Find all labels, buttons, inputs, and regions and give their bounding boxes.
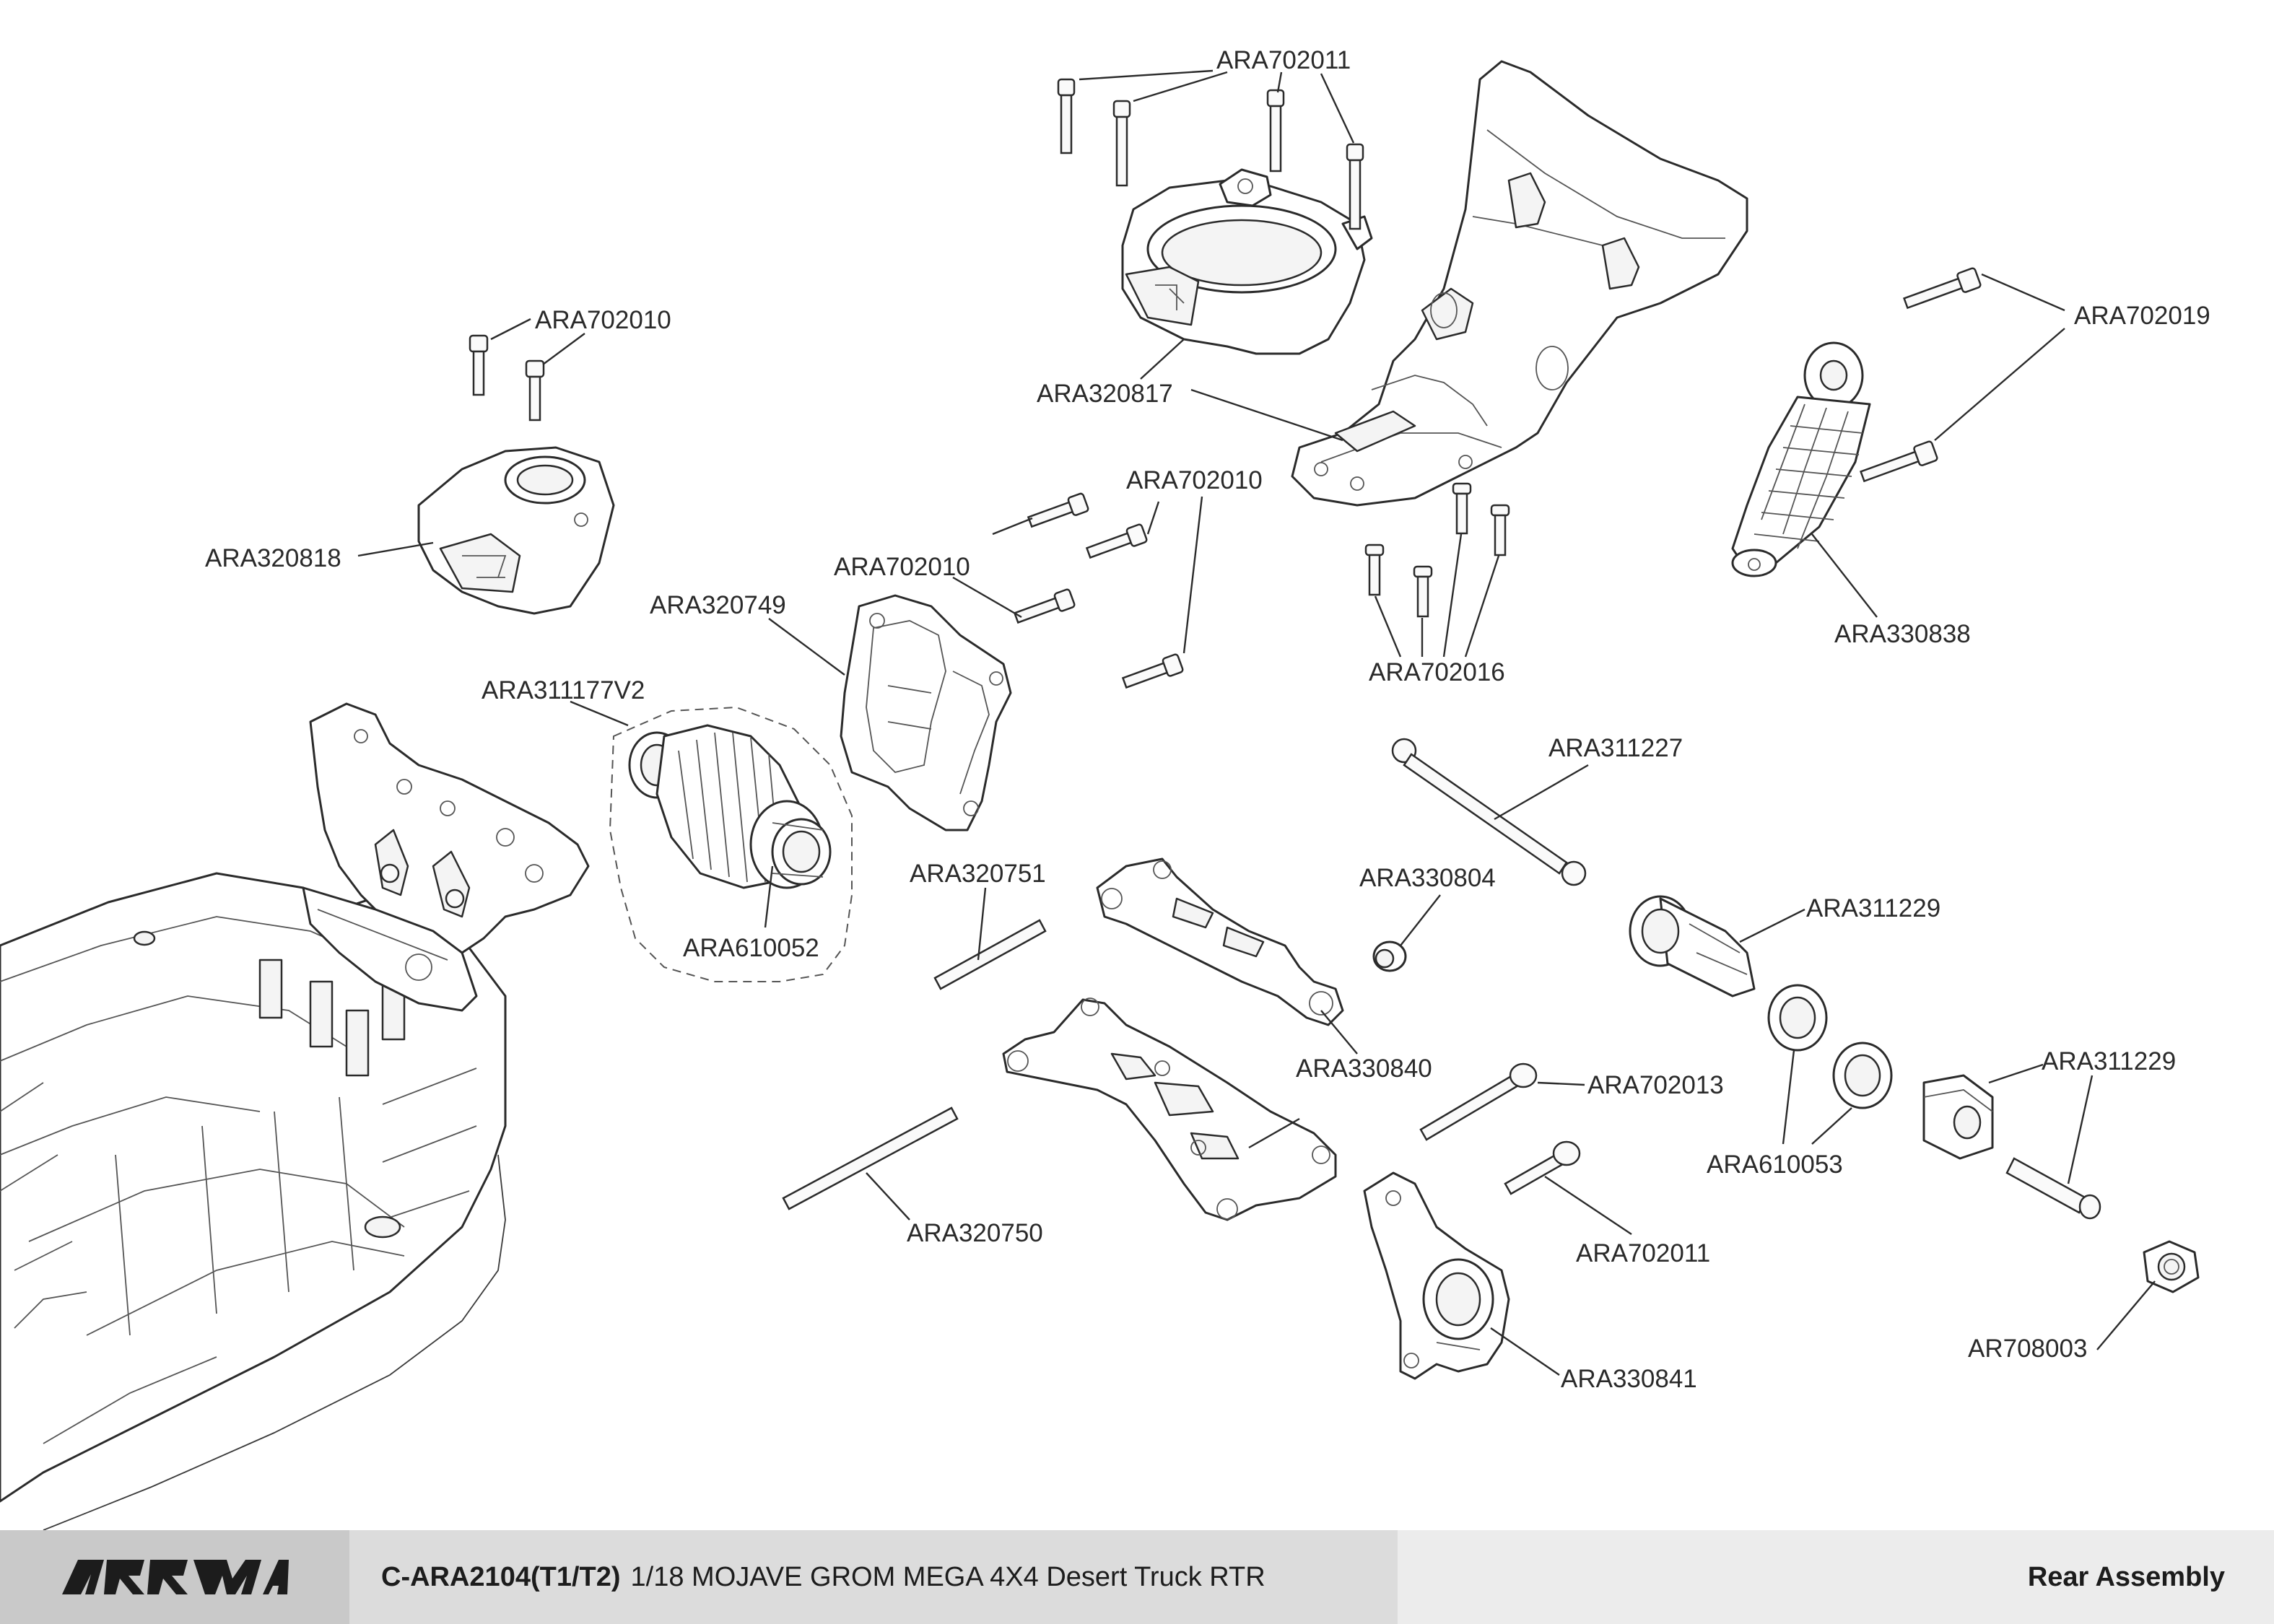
callout-ara702010-mid-right: ARA702010 [1126,466,1263,494]
hex-pin-drawing [2005,1157,2101,1220]
callout-ara610052: ARA610052 [683,934,819,962]
screws-702016 [1364,482,1510,618]
section-title: Rear Assembly [2027,1561,2225,1592]
callout-ar708003: AR708003 [1968,1335,2087,1363]
differential-drawing [609,706,853,982]
wheel-nut-drawing [2143,1240,2200,1293]
callout-ara320751: ARA320751 [910,860,1046,888]
leader-lines [357,69,2156,1376]
lower-arm-drawing [1002,997,1337,1221]
screws-702010-left [469,334,545,422]
callout-ara311177v2: ARA311177V2 [482,676,645,704]
callout-ara330804: ARA330804 [1359,864,1496,892]
gearbox-housing-drawing [840,594,1012,831]
callout-ara330841: ARA330841 [1561,1365,1697,1393]
hub-carrier-drawing [1363,1171,1510,1380]
callout-ara702010-mid: ARA702010 [834,553,970,581]
driveshaft-drawing [1391,738,1587,886]
footer-brand-panel [0,1530,349,1624]
body-mount-drawing [1291,60,1748,507]
callout-ara320817: ARA320817 [1037,380,1173,408]
callout-ara320818: ARA320818 [205,544,341,572]
axle-cup-drawing [1629,895,1756,997]
callout-ara702011-top: ARA702011 [1216,46,1351,74]
callout-ara702013: ARA702013 [1587,1071,1724,1099]
screw-702011-bottom-drawing [1504,1140,1581,1195]
callout-ara702016: ARA702016 [1369,658,1505,686]
shock-absorber-drawing [1731,341,1871,577]
hinge-pin-long-drawing [782,1106,959,1210]
footer-model-panel: C-ARA2104(T1/T2) 1/18 MOJAVE GROM MEGA 4… [349,1530,1398,1624]
screws-702011-top [1057,78,1364,230]
callout-ara702011-bottom: ARA702011 [1576,1239,1710,1267]
shock-screws-drawing [1860,267,1982,483]
callout-ara311229-upper: ARA311229 [1806,894,1940,922]
exploded-parts-diagram: ARA702011 ARA702010 ARA320817 ARA702019 … [0,46,2210,1530]
callout-ara311229-lower: ARA311229 [2042,1047,2176,1075]
callout-ara702019: ARA702019 [2074,302,2210,330]
callout-ara330840: ARA330840 [1296,1055,1432,1083]
callout-labels: ARA702011 ARA702010 ARA320817 ARA702019 … [205,46,2210,1393]
wheel-hex-drawing [1922,1074,1994,1160]
screws-702010-mid [1013,492,1184,689]
chassis-drawing [0,702,590,1530]
gear-cover-drawing [417,446,615,615]
hinge-pin-short-drawing [933,919,1047,990]
callout-ara320749: ARA320749 [650,591,786,619]
callout-ara320750: ARA320750 [907,1219,1043,1247]
callout-ara610053: ARA610053 [1707,1151,1843,1179]
bushing-drawing [1372,940,1407,972]
callout-ara702010-left: ARA702010 [535,306,671,334]
arrma-logo [62,1560,289,1594]
callout-ara311227: ARA311227 [1548,734,1683,762]
model-name: 1/18 MOJAVE GROM MEGA 4X4 Desert Truck R… [630,1561,1265,1592]
mount-ring-drawing [1121,168,1373,355]
upper-arm-drawing [1096,857,1344,1026]
axle-screw-drawing [1419,1062,1538,1141]
bearings-drawing [1767,984,1893,1109]
footer-section-panel: Rear Assembly [1398,1530,2274,1624]
model-code: C-ARA2104(T1/T2) [381,1561,621,1592]
callout-ara330838: ARA330838 [1834,620,1971,648]
